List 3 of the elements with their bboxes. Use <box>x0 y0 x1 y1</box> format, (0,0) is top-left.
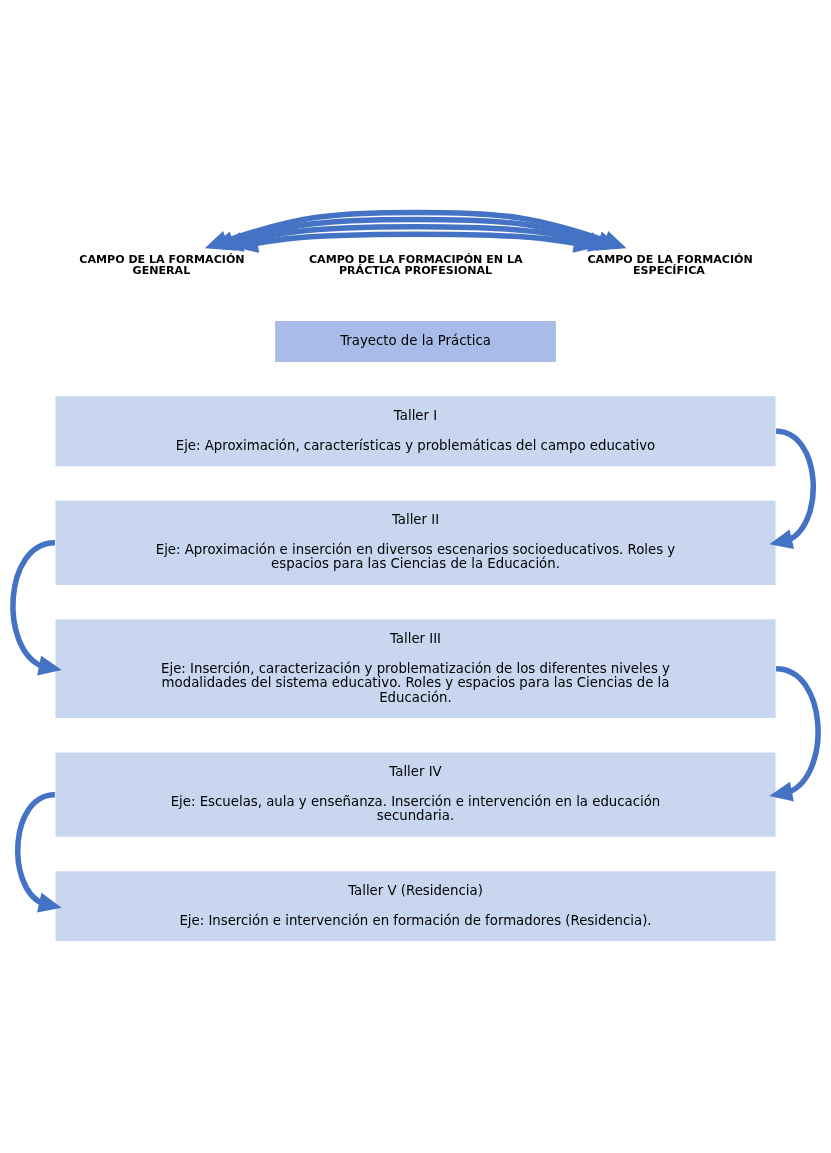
node-text: CAMPO DE LA FORMACIPÓN EN LA PRÁCTICA PROFESIONAL <box>308 252 523 277</box>
node-text: CAMPO DE LA FORMACIÓN ESPECÍFICA <box>587 252 753 277</box>
node-text: CAMPO DE LA FORMACIÓN GENERAL <box>79 252 245 277</box>
